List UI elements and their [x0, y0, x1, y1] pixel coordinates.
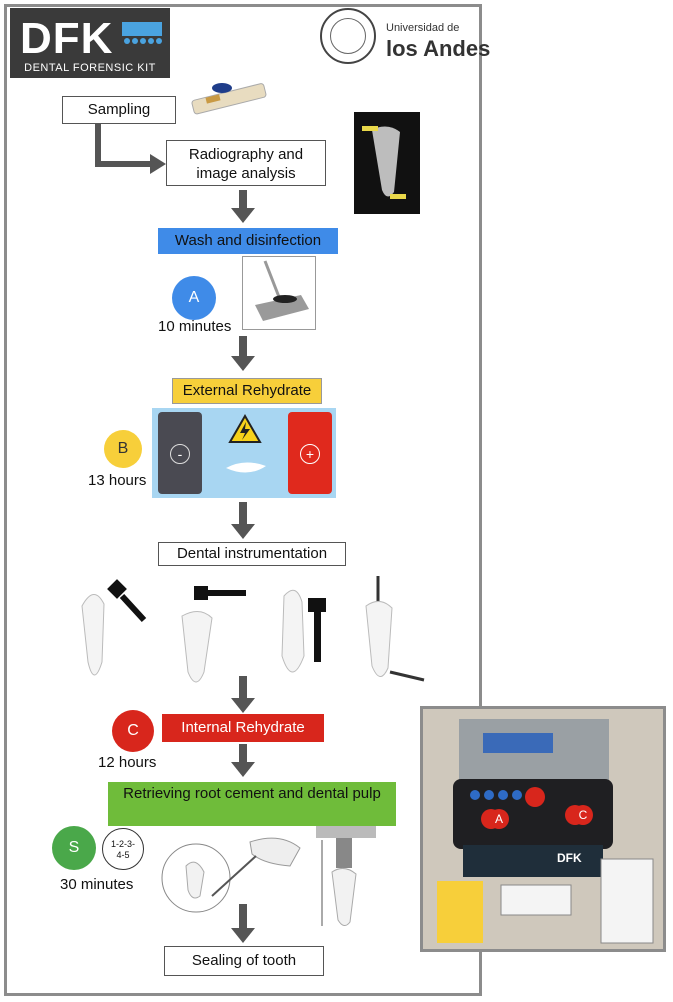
down-arrow: [231, 190, 255, 223]
marker-c-time: 12 hours: [98, 754, 157, 771]
tooth-1-icon: [81, 579, 147, 676]
university-seal: [320, 8, 376, 64]
marker-a: A: [172, 276, 216, 320]
down-arrow: [231, 904, 255, 943]
marker-c: C: [112, 710, 154, 752]
step-sealing: Sealing of tooth: [164, 946, 324, 976]
kit-card: [500, 884, 572, 916]
seal-inner-ring: [330, 18, 366, 54]
marker-s-time: 30 minutes: [60, 876, 134, 893]
step-radiography: Radiography and image analysis: [166, 140, 326, 186]
plus-sign: +: [300, 444, 320, 464]
kit-marker-c: C: [573, 805, 593, 825]
tooth-3-icon: [281, 589, 326, 673]
tooth-2-icon: [181, 586, 246, 683]
logo-subtitle: DENTAL FORENSIC KIT: [24, 62, 156, 74]
kit-case-brand: DFK: [557, 851, 582, 865]
swab-kit-icon: [191, 83, 267, 115]
high-voltage-icon: [228, 414, 262, 443]
step-internal: Internal Rehydrate: [162, 714, 324, 742]
tooth-xray-icon: [362, 126, 406, 199]
swab-kit-image: [184, 78, 270, 118]
retrieval-illustration: [161, 826, 376, 926]
step-external: External Rehydrate: [172, 378, 322, 404]
elbow-arrow: [95, 124, 166, 174]
down-arrow: [231, 744, 255, 777]
university-line2: los Andes: [386, 36, 491, 61]
kit-marker-a: A: [489, 809, 509, 829]
tooth-4-icon: [365, 576, 425, 682]
drill-head-icon: [316, 826, 376, 838]
marker-b: B: [104, 430, 142, 468]
step-sampling: Sampling: [62, 96, 176, 124]
university-line1: Universidad de: [386, 22, 460, 34]
biohazard-bag: [437, 881, 483, 943]
electro-panel: - +: [152, 408, 336, 498]
tooth-rack-icon: [122, 22, 162, 44]
tooth-icon: [226, 462, 266, 473]
step-instrumentation: Dental instrumentation: [158, 542, 346, 566]
dfk-logo: DFK DENTAL FORENSIC KIT: [10, 8, 170, 78]
sequence-badge: 1-2-3-4-5: [102, 828, 144, 870]
down-arrow: [231, 336, 255, 371]
gloved-hand-icon: [249, 837, 301, 867]
down-arrow: [231, 502, 255, 539]
kit-photo-illustration: [423, 709, 663, 949]
ultrasonic-device-image: [242, 256, 316, 330]
logo-brand: DFK: [20, 14, 114, 63]
radiograph-image: [354, 112, 420, 214]
ultrasonic-bath-icon: [255, 260, 309, 321]
tooth-cross-section-icon: [331, 868, 357, 926]
step-retrieving: Retrieving root cement and dental pulp: [108, 782, 396, 826]
positive-electrode: +: [288, 412, 332, 494]
marker-b-time: 13 hours: [88, 472, 147, 489]
tooth-detail-icon: [185, 861, 205, 899]
marker-a-time: 10 minutes: [158, 318, 232, 335]
minus-sign: -: [170, 444, 190, 464]
instruction-sheet: [600, 858, 654, 944]
kit-photo: A C DFK: [420, 706, 666, 952]
negative-electrode: -: [158, 412, 202, 494]
instrumentation-illustration: [81, 576, 425, 683]
marker-s: S: [52, 826, 96, 870]
step-wash: Wash and disinfection: [158, 228, 338, 254]
down-arrow: [231, 676, 255, 713]
